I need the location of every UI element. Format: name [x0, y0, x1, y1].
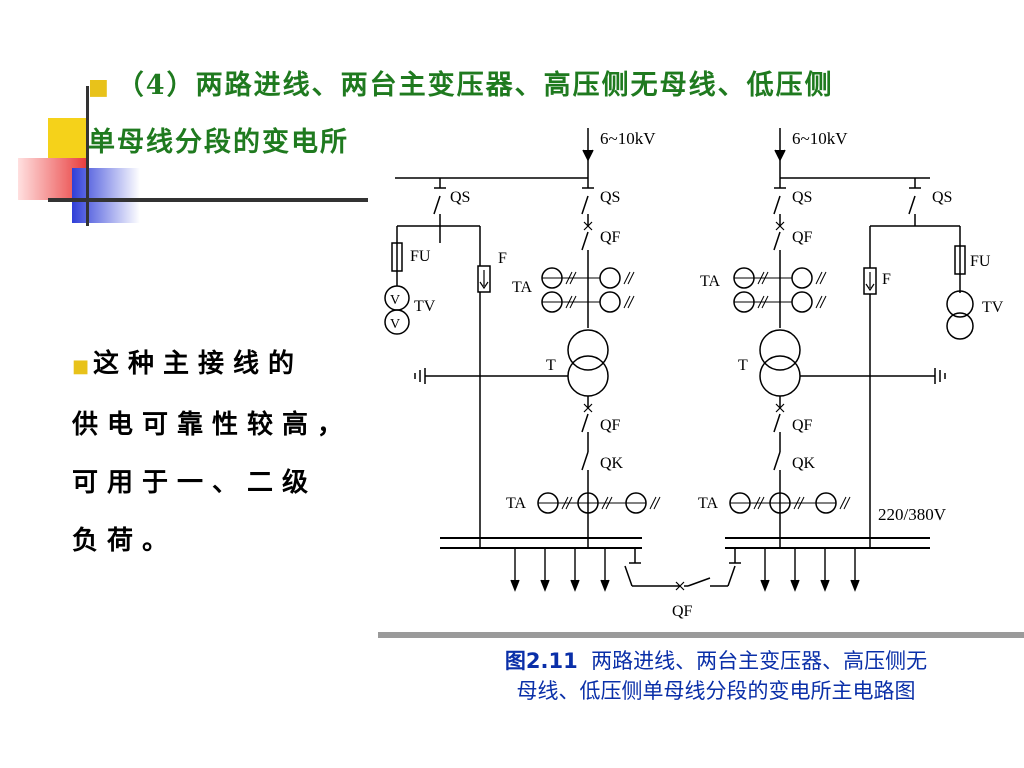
body-line-4: 负荷。 [72, 526, 178, 556]
svg-text:QK: QK [600, 455, 624, 472]
incoming-left-label: 6~10kV [600, 129, 656, 148]
decor-bottom-rule [378, 632, 1024, 638]
caption-label: 图2.11 [504, 649, 578, 673]
svg-text:220/380V: 220/380V [878, 505, 947, 524]
decor-vertical-line [86, 86, 89, 226]
svg-text:TV: TV [414, 298, 436, 315]
title-bullet-icon: ■ [88, 74, 111, 100]
body-bullet-icon: ■ [72, 356, 90, 377]
body-line-2: 供电可靠性较高， [72, 410, 353, 440]
caption-line-1: 两路进线、两台主变压器、高压侧无 [591, 649, 928, 673]
decor-yellow-square [48, 118, 88, 158]
svg-text:T: T [738, 357, 748, 374]
svg-text:QF: QF [600, 417, 621, 434]
title-line-1: （4）两路进线、两台主变压器、高压侧无母线、低压侧 [116, 70, 834, 101]
svg-text:TV: TV [982, 299, 1004, 316]
svg-text:QK: QK [792, 455, 816, 472]
body-line-3: 可用于一、二级 [72, 468, 318, 498]
decor-horizontal-line [48, 198, 368, 202]
svg-text:V: V [390, 293, 400, 308]
incoming-right: 6~10kV [774, 128, 848, 178]
svg-text:TA: TA [512, 279, 532, 296]
svg-text:QF: QF [792, 417, 813, 434]
svg-text:QS: QS [600, 189, 620, 206]
substation-circuit-diagram: 6~10kV 6~10kV QS FU V V TV F QS QF TA T [384, 128, 1004, 620]
figure-caption: 图2.11 两路进线、两台主变压器、高压侧无 母线、低压侧单母线分段的变电所主电… [416, 646, 1016, 706]
decor-blue-square [72, 168, 140, 223]
svg-text:QF: QF [792, 229, 813, 246]
svg-text:QS: QS [932, 189, 952, 206]
svg-text:QF: QF [600, 229, 621, 246]
incoming-left: 6~10kV [582, 128, 656, 178]
title-line-2: 单母线分段的变电所 [88, 127, 349, 158]
svg-text:T: T [546, 357, 556, 374]
svg-text:TA: TA [698, 495, 718, 512]
svg-text:TA: TA [506, 495, 526, 512]
svg-text:QS: QS [792, 189, 812, 206]
svg-text:F: F [498, 250, 507, 267]
incoming-right-label: 6~10kV [792, 129, 848, 148]
svg-text:FU: FU [410, 248, 431, 265]
caption-line-2: 母线、低压侧单母线分段的变电所主电路图 [516, 679, 916, 703]
body-line-1: 这种主接线的 [93, 349, 304, 379]
svg-text:QS: QS [450, 189, 470, 206]
slide-title: ■（4）两路进线、两台主变压器、高压侧无母线、低压侧 单母线分段的变电所 [88, 58, 988, 171]
svg-text:V: V [390, 317, 400, 332]
svg-text:QF: QF [672, 603, 693, 620]
svg-text:F: F [882, 271, 891, 288]
svg-text:FU: FU [970, 253, 991, 270]
svg-text:TA: TA [700, 273, 720, 290]
body-text: ■这种主接线的 供电可靠性较高， 可用于一、二级 负荷。 [72, 335, 353, 570]
